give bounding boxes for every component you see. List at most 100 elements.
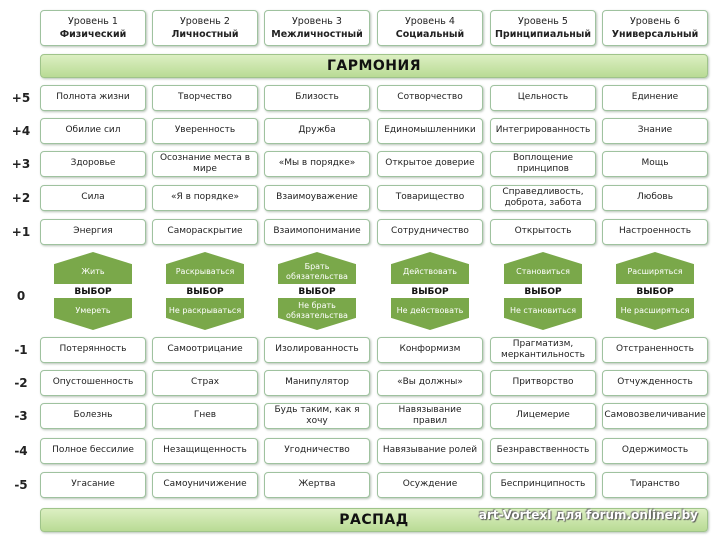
state-cell: Взаимопонимание — [264, 219, 370, 245]
up-arrow: Жить — [54, 252, 132, 284]
state-cell: Самоотрицание — [152, 337, 258, 363]
down-arrow: Не брать обязательства — [278, 298, 356, 330]
level-header-number: Уровень 3 — [292, 15, 342, 27]
decay-band: РАСПАД — [40, 508, 708, 532]
state-cell: «Мы в порядке» — [264, 151, 370, 177]
state-cell: «Вы должны» — [377, 370, 483, 396]
state-cell: Незащищенность — [152, 438, 258, 464]
state-cell: Творчество — [152, 85, 258, 111]
level-header-3: Уровень 3 Межличностный — [264, 10, 370, 46]
level-label: +4 — [11, 124, 31, 138]
up-arrow: Действовать — [391, 252, 469, 284]
choice-label: ВЫБОР — [298, 287, 336, 297]
state-cell: Беспринципность — [490, 472, 596, 498]
choice-label: ВЫБОР — [636, 287, 674, 297]
state-cell: Прагматизм, меркантильность — [490, 337, 596, 363]
state-cell: Изолированность — [264, 337, 370, 363]
down-arrow: Не раскрываться — [166, 298, 244, 330]
state-cell: Лицемерие — [490, 403, 596, 429]
up-arrow: Раскрываться — [166, 252, 244, 284]
state-cell: Уверенность — [152, 118, 258, 144]
state-cell: Сила — [40, 185, 146, 211]
level-header-name: Физический — [59, 29, 127, 40]
level-header-4: Уровень 4 Социальный — [377, 10, 483, 46]
level-label: +2 — [11, 191, 31, 205]
state-cell: Самораскрытие — [152, 219, 258, 245]
state-cell: Осознание места в мире — [152, 151, 258, 177]
state-cell: Близость — [264, 85, 370, 111]
state-cell: Энергия — [40, 219, 146, 245]
state-cell: Притворство — [490, 370, 596, 396]
state-cell: Полное бессилие — [40, 438, 146, 464]
state-cell: Полнота жизни — [40, 85, 146, 111]
state-cell: Настроенность — [602, 219, 708, 245]
level-header-name: Личностный — [171, 29, 239, 40]
state-cell: Самоуничижение — [152, 472, 258, 498]
state-cell: Одержимость — [602, 438, 708, 464]
level-label: +5 — [11, 91, 31, 105]
level-header-name: Универсальный — [611, 29, 699, 40]
level-header-name: Социальный — [395, 29, 465, 40]
state-cell: Манипулятор — [264, 370, 370, 396]
state-cell: Единение — [602, 85, 708, 111]
state-cell: Здоровье — [40, 151, 146, 177]
choice-label: ВЫБОР — [186, 287, 224, 297]
state-cell: Навязывание правил — [377, 403, 483, 429]
state-cell: Конформизм — [377, 337, 483, 363]
down-arrow: Не действовать — [391, 298, 469, 330]
up-arrow: Становиться — [504, 252, 582, 284]
state-cell: Товарищество — [377, 185, 483, 211]
state-cell: Опустошенность — [40, 370, 146, 396]
state-cell: Самовозвеличивание — [602, 403, 708, 429]
level-header-number: Уровень 5 — [518, 15, 568, 27]
level-header-number: Уровень 4 — [405, 15, 455, 27]
state-cell: Открытость — [490, 219, 596, 245]
level-header-name: Принципиальный — [494, 29, 592, 40]
state-cell: Воплощение принципов — [490, 151, 596, 177]
state-cell: Интегрированность — [490, 118, 596, 144]
level-header-1: Уровень 1 Физический — [40, 10, 146, 46]
state-cell: Осуждение — [377, 472, 483, 498]
state-cell: Сотворчество — [377, 85, 483, 111]
state-cell: Отстраненность — [602, 337, 708, 363]
state-cell: Будь таким, как я хочу — [264, 403, 370, 429]
level-header-number: Уровень 6 — [630, 15, 680, 27]
level-label: -3 — [14, 409, 28, 423]
state-cell: Знание — [602, 118, 708, 144]
state-cell: Гнев — [152, 403, 258, 429]
level-label: +3 — [11, 157, 31, 171]
state-cell: Отчужденность — [602, 370, 708, 396]
up-arrow: Брать обязательства — [278, 252, 356, 284]
down-arrow: Не становиться — [504, 298, 582, 330]
level-header-number: Уровень 1 — [68, 15, 118, 27]
down-arrow: Умереть — [54, 298, 132, 330]
state-cell: Навязывание ролей — [377, 438, 483, 464]
level-header-number: Уровень 2 — [180, 15, 230, 27]
state-cell: «Я в порядке» — [152, 185, 258, 211]
state-cell: Угасание — [40, 472, 146, 498]
state-cell: Любовь — [602, 185, 708, 211]
choice-label: ВЫБОР — [74, 287, 112, 297]
level-label: -4 — [14, 444, 28, 458]
state-cell: Обилие сил — [40, 118, 146, 144]
state-cell: Справедливость, доброта, забота — [490, 185, 596, 211]
level-label: +1 — [11, 225, 31, 239]
state-cell: Тиранство — [602, 472, 708, 498]
state-cell: Единомышленники — [377, 118, 483, 144]
state-cell: Болезнь — [40, 403, 146, 429]
state-cell: Страх — [152, 370, 258, 396]
level-header-6: Уровень 6 Универсальный — [602, 10, 708, 46]
choice-label: ВЫБОР — [524, 287, 562, 297]
state-cell: Мощь — [602, 151, 708, 177]
choice-label: ВЫБОР — [411, 287, 449, 297]
state-cell: Взаимоуважение — [264, 185, 370, 211]
state-cell: Дружба — [264, 118, 370, 144]
level-header-name: Межличностный — [271, 29, 363, 40]
state-cell: Угодничество — [264, 438, 370, 464]
level-header-2: Уровень 2 Личностный — [152, 10, 258, 46]
state-cell: Открытое доверие — [377, 151, 483, 177]
harmony-band: ГАРМОНИЯ — [40, 54, 708, 78]
watermark-text: art-VortexI для forum.onliner.by — [478, 508, 698, 522]
state-cell: Сотрудничество — [377, 219, 483, 245]
level-header-5: Уровень 5 Принципиальный — [490, 10, 596, 46]
